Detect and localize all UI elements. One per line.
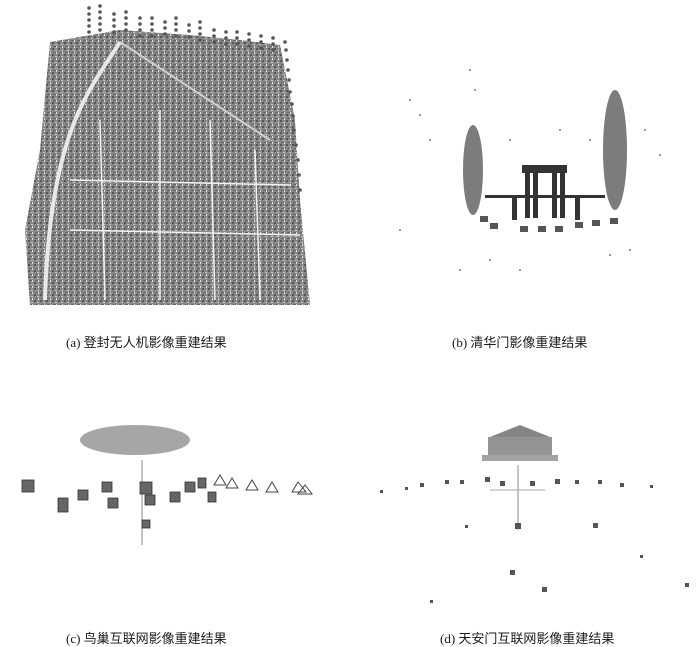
panel-d-tiananmen: [360, 415, 700, 610]
caption-c: (c) 鸟巢互联网影像重建结果: [66, 631, 227, 646]
caption-d: (d) 天安门互联网影像重建结果: [440, 631, 615, 646]
panel-b-tsinghua-gate: [360, 60, 700, 300]
dengfeng-point-cloud-image: [25, 4, 310, 305]
caption-b: (b) 清华门影像重建结果: [452, 335, 588, 350]
panel-c-birds-nest: [0, 420, 330, 550]
tsinghua-gate-point-cloud-image: [399, 69, 661, 271]
caption-a: (a) 登封无人机影像重建结果: [66, 335, 227, 350]
birds-nest-point-cloud-image: [21, 425, 314, 545]
tiananmen-point-cloud-image: [380, 425, 689, 603]
panel-a-dengfeng-uav: [10, 0, 330, 320]
